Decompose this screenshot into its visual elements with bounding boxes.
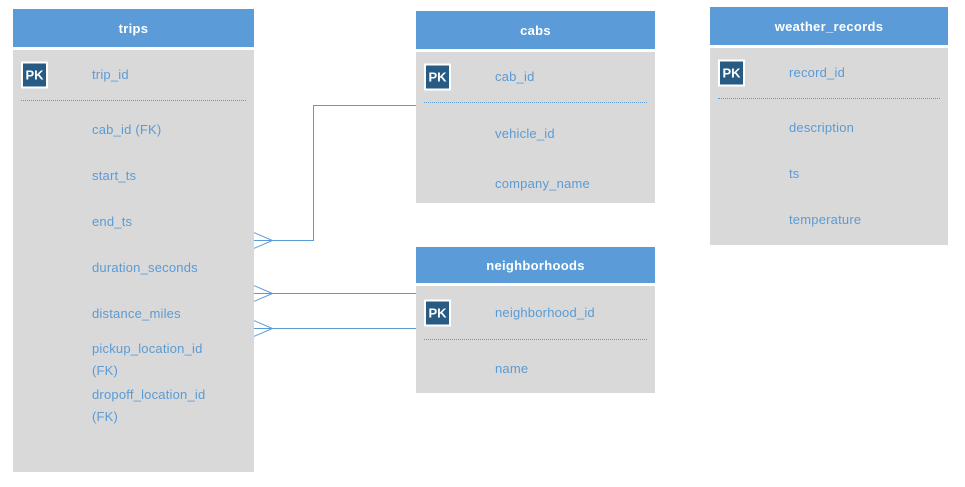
field-label: ts	[789, 166, 800, 181]
entity-cabs[interactable]: cabs PK cab_id vehicle_id company_name	[416, 11, 655, 203]
entity-title: neighborhoods	[486, 257, 585, 273]
crow-foot-icon	[252, 319, 273, 338]
field-label: pickup_location_id (FK)	[92, 341, 203, 378]
field-label: description	[789, 120, 855, 135]
entity-header[interactable]: cabs	[416, 11, 655, 49]
field-label: cab_id	[495, 69, 535, 84]
relationship-trips-neighborhoods-dropoff[interactable]	[252, 319, 418, 338]
entity-header[interactable]: trips	[13, 9, 254, 47]
pk-divider	[718, 98, 940, 99]
field-row-dropoff-location-id: dropoff_location_id (FK)	[13, 383, 254, 429]
field-label: duration_seconds	[92, 260, 198, 275]
field-label: trip_id	[92, 67, 129, 82]
pk-badge: PK	[424, 63, 451, 91]
field-label: temperature	[789, 212, 862, 227]
field-row-duration-seconds: duration_seconds	[13, 245, 254, 291]
crow-foot-icon	[252, 284, 273, 303]
field-label: company_name	[495, 176, 590, 191]
pk-badge: PK	[21, 61, 48, 89]
relationship-trips-cabs[interactable]	[252, 105, 417, 250]
field-row-end-ts: end_ts	[13, 199, 254, 245]
field-row-description: description	[710, 105, 948, 151]
entity-body: PK neighborhood_id name	[416, 286, 655, 393]
field-label: neighborhood_id	[495, 304, 595, 320]
entity-title: trips	[118, 20, 149, 36]
field-row-vehicle-id: vehicle_id	[416, 109, 655, 159]
field-row-trip-id: PK trip_id	[13, 50, 254, 100]
pk-badge: PK	[424, 299, 451, 326]
field-label: start_ts	[92, 168, 137, 183]
pk-divider	[424, 102, 647, 103]
pk-divider	[424, 339, 647, 340]
field-row-pickup-location-id: pickup_location_id (FK)	[13, 337, 254, 383]
entity-weather-records[interactable]: weather_records PK record_id description…	[710, 7, 948, 245]
field-row-start-ts: start_ts	[13, 153, 254, 199]
field-label: end_ts	[92, 214, 133, 229]
entity-neighborhoods[interactable]: neighborhoods PK neighborhood_id name	[416, 247, 655, 393]
field-row-cab-id: PK cab_id	[416, 52, 655, 102]
field-row-name: name	[416, 346, 655, 392]
relationship-line[interactable]	[252, 105, 417, 241]
field-row-neighborhood-id: PK neighborhood_id	[416, 286, 655, 339]
crow-foot-icon	[252, 231, 273, 250]
field-row-record-id: PK record_id	[710, 48, 948, 98]
entity-header[interactable]: neighborhoods	[416, 247, 655, 283]
field-label: distance_miles	[92, 306, 181, 321]
pk-badge: PK	[718, 59, 745, 87]
entity-body: PK cab_id vehicle_id company_name	[416, 52, 655, 203]
field-row-distance-miles: distance_miles	[13, 291, 254, 337]
field-row-cab-id: cab_id (FK)	[13, 107, 254, 153]
field-label: vehicle_id	[495, 126, 555, 141]
pk-divider	[21, 100, 246, 101]
entity-body: PK record_id description ts temperature	[710, 48, 948, 245]
entity-title: weather_records	[774, 18, 884, 34]
field-label: cab_id (FK)	[92, 122, 162, 137]
field-row-company-name: company_name	[416, 159, 655, 203]
field-label: name	[495, 361, 529, 376]
field-row-temperature: temperature	[710, 197, 948, 243]
field-row-ts: ts	[710, 151, 948, 197]
field-label: dropoff_location_id (FK)	[92, 387, 206, 424]
relationship-trips-neighborhoods-pickup[interactable]	[252, 284, 418, 303]
entity-body: PK trip_id cab_id (FK) start_ts end_ts d…	[13, 50, 254, 472]
field-label: record_id	[789, 65, 845, 80]
entity-trips[interactable]: trips PK trip_id cab_id (FK) start_ts en…	[13, 9, 254, 472]
entity-title: cabs	[520, 22, 551, 38]
entity-header[interactable]: weather_records	[710, 7, 948, 45]
